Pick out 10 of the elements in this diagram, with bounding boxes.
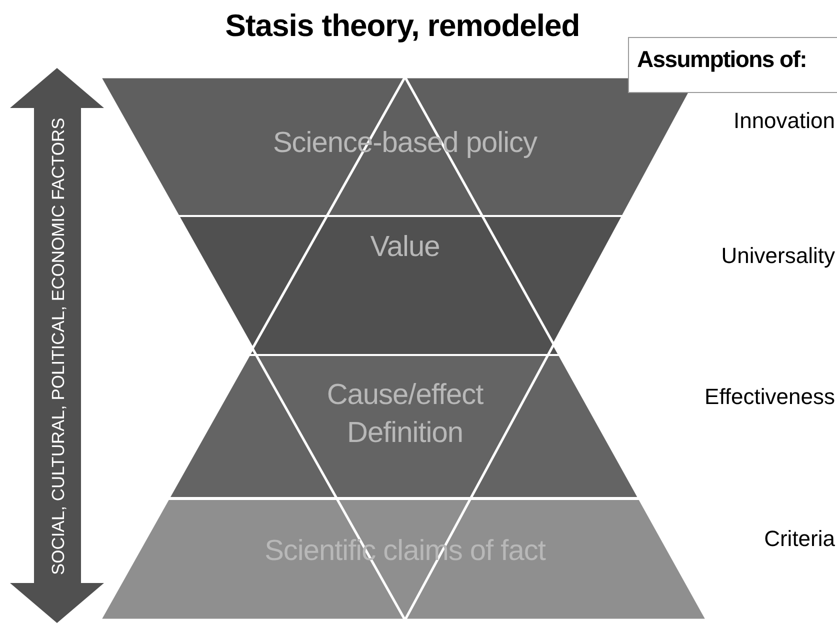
band-label: Definition: [346, 416, 464, 451]
header-box: Assumptions of:: [628, 37, 837, 93]
band-label: Cause/effect: [326, 378, 484, 413]
assumption-label: Effectiveness: [704, 384, 835, 410]
diagram-title: Stasis theory, remodeled: [224, 8, 581, 44]
arrow-label: SOCIAL, CULTURAL, POLITICAL, ECONOMIC FACTORS: [47, 116, 69, 577]
assumption-label: Innovation: [733, 108, 835, 134]
assumption-label: Criteria: [764, 526, 835, 552]
band-label: Value: [369, 230, 441, 265]
assumption-label: Universality: [721, 243, 835, 269]
